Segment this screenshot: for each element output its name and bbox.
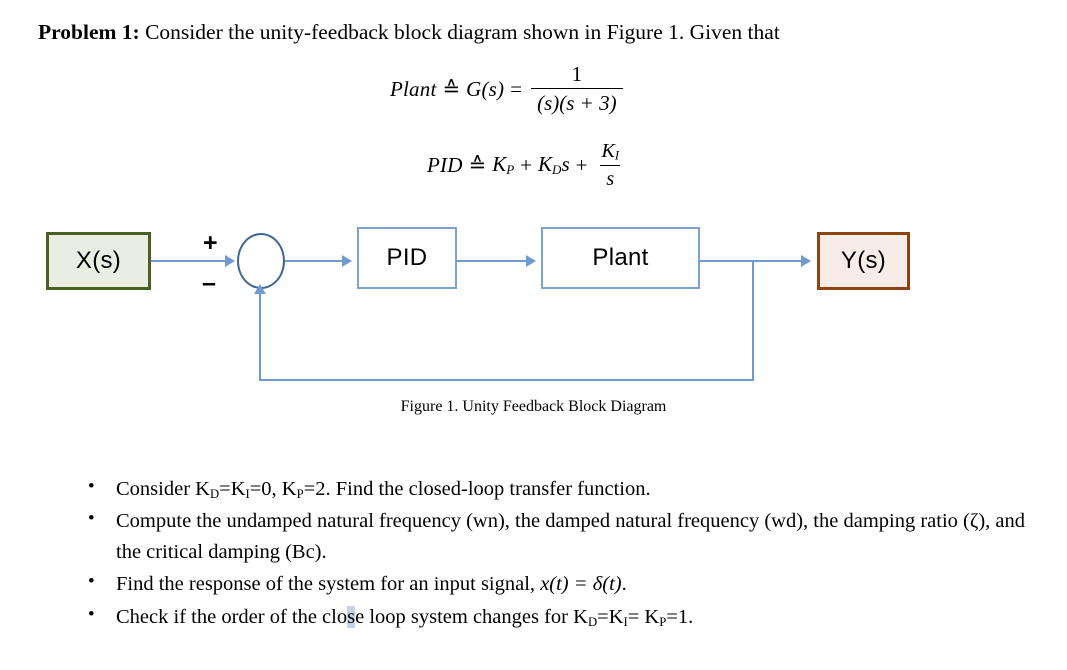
sum-plus-sign: + [203,229,218,257]
task-3-math: x(t) = δ(t) [540,573,622,596]
task-4-highlighted-char: s [347,605,356,628]
wire-feedback-left [259,379,754,382]
task-impulse-response: Find the response of the system for an i… [72,568,1037,600]
wire-feedback-down [752,260,755,381]
wire-sum-to-pid [285,260,343,263]
task-1-sub-d: D [209,486,220,501]
pid-equation-denominator: s [600,164,621,191]
task-4-prefix: Check if the order of the clo [116,605,348,628]
plant-equation: Plant ≙ G(s) = 1 (s)(s + 3) [390,62,625,116]
task-closed-loop-transfer-function: Consider KD=KI=0, KP=2. Find the closed-… [72,473,1037,505]
wire-plant-to-output [700,260,803,263]
plant-equation-function: G(s) [466,76,505,101]
pid-equation-integral-fraction: KI s [595,140,624,191]
task-4-mid-1: =K [597,605,624,628]
problem-text: Consider the unity-feedback block diagra… [145,20,780,44]
pid-equation: PID ≙ KP + KDs + KI s [427,140,627,191]
task-4-sub-p: P [659,614,667,629]
plant-equation-defined-as-symbol: ≙ [442,76,461,101]
pid-kd-variable: s [561,152,570,177]
arrow-pid-to-plant-icon [526,255,536,267]
task-1-mid-2: =0, K [249,478,297,500]
task-3-prefix: Find the response of the system for an i… [116,573,541,596]
input-signal-block: X(s) [46,232,151,290]
task-1-suffix: =2. Find the closed-loop transfer functi… [303,478,651,500]
problem-statement: Problem 1: Consider the unity-feedback b… [38,19,1028,46]
task-4-sub-d: D [587,614,598,629]
pid-equation-lhs: PID [427,152,463,177]
task-1-sub-p: P [296,486,304,501]
wire-pid-to-plant [457,260,527,263]
task-4-suffix: =1. [666,605,694,628]
output-signal-block: Y(s) [817,232,910,290]
controller-block-label: PID [386,244,428,271]
pid-ki-symbol: K [601,140,615,162]
wire-input-to-sum [151,260,227,263]
pid-kp-symbol: K [492,152,507,177]
block-diagram: X(s) + – PID Plant Y(s) [0,214,1067,394]
task-list: Consider KD=KI=0, KP=2. Find the closed-… [72,473,1037,634]
input-signal-label: X(s) [75,247,122,274]
pid-equation-derivative-term: KDs [538,152,570,178]
arrow-input-to-sum-icon [225,255,235,267]
plant-equation-denominator: (s)(s + 3) [531,88,623,116]
plant-equation-fraction: 1 (s)(s + 3) [531,62,623,116]
task-3-suffix: . [621,573,627,596]
pid-equation-plus-2: + [575,152,588,177]
pid-kd-subscript: D [552,162,562,178]
arrow-feedback-to-sum-icon [254,284,266,294]
wire-feedback-up [259,294,262,380]
output-signal-label: Y(s) [840,247,887,274]
pid-equation-proportional-term: KP [492,152,514,178]
task-2-text: Compute the undamped natural frequency (… [116,510,1026,564]
summing-junction [237,233,285,289]
arrow-sum-to-pid-icon [342,255,352,267]
plant-equation-equals-symbol: = [510,76,523,101]
pid-kd-symbol: K [538,152,553,177]
task-1-prefix: Consider K [116,478,210,500]
plant-block: Plant [541,227,700,289]
pid-ki-subscript: I [614,148,619,163]
sum-minus-sign: – [202,269,216,297]
task-1-mid-1: =K [219,478,246,500]
plant-block-label: Plant [592,244,649,271]
pid-equation-plus-1: + [520,152,533,177]
task-1-sub-i: I [245,486,250,501]
pid-equation-numerator: KI [595,140,624,165]
pid-kp-subscript: P [506,162,515,178]
task-4-sub-i: I [623,614,628,629]
pid-equation-defined-as-symbol: ≙ [468,152,487,177]
plant-equation-lhs: Plant [390,76,437,101]
problem-label: Problem 1: [38,20,140,44]
task-check-order: Check if the order of the close loop sys… [72,601,1037,633]
controller-block: PID [357,227,457,289]
task-4-mid: e loop system changes for K [355,605,588,628]
figure-caption: Figure 1. Unity Feedback Block Diagram [400,398,667,415]
task-compute-frequencies: Compute the undamped natural frequency (… [72,505,1037,568]
task-4-mid-2: = K [627,605,660,628]
plant-equation-numerator: 1 [571,62,583,86]
arrow-plant-to-output-icon [801,255,811,267]
